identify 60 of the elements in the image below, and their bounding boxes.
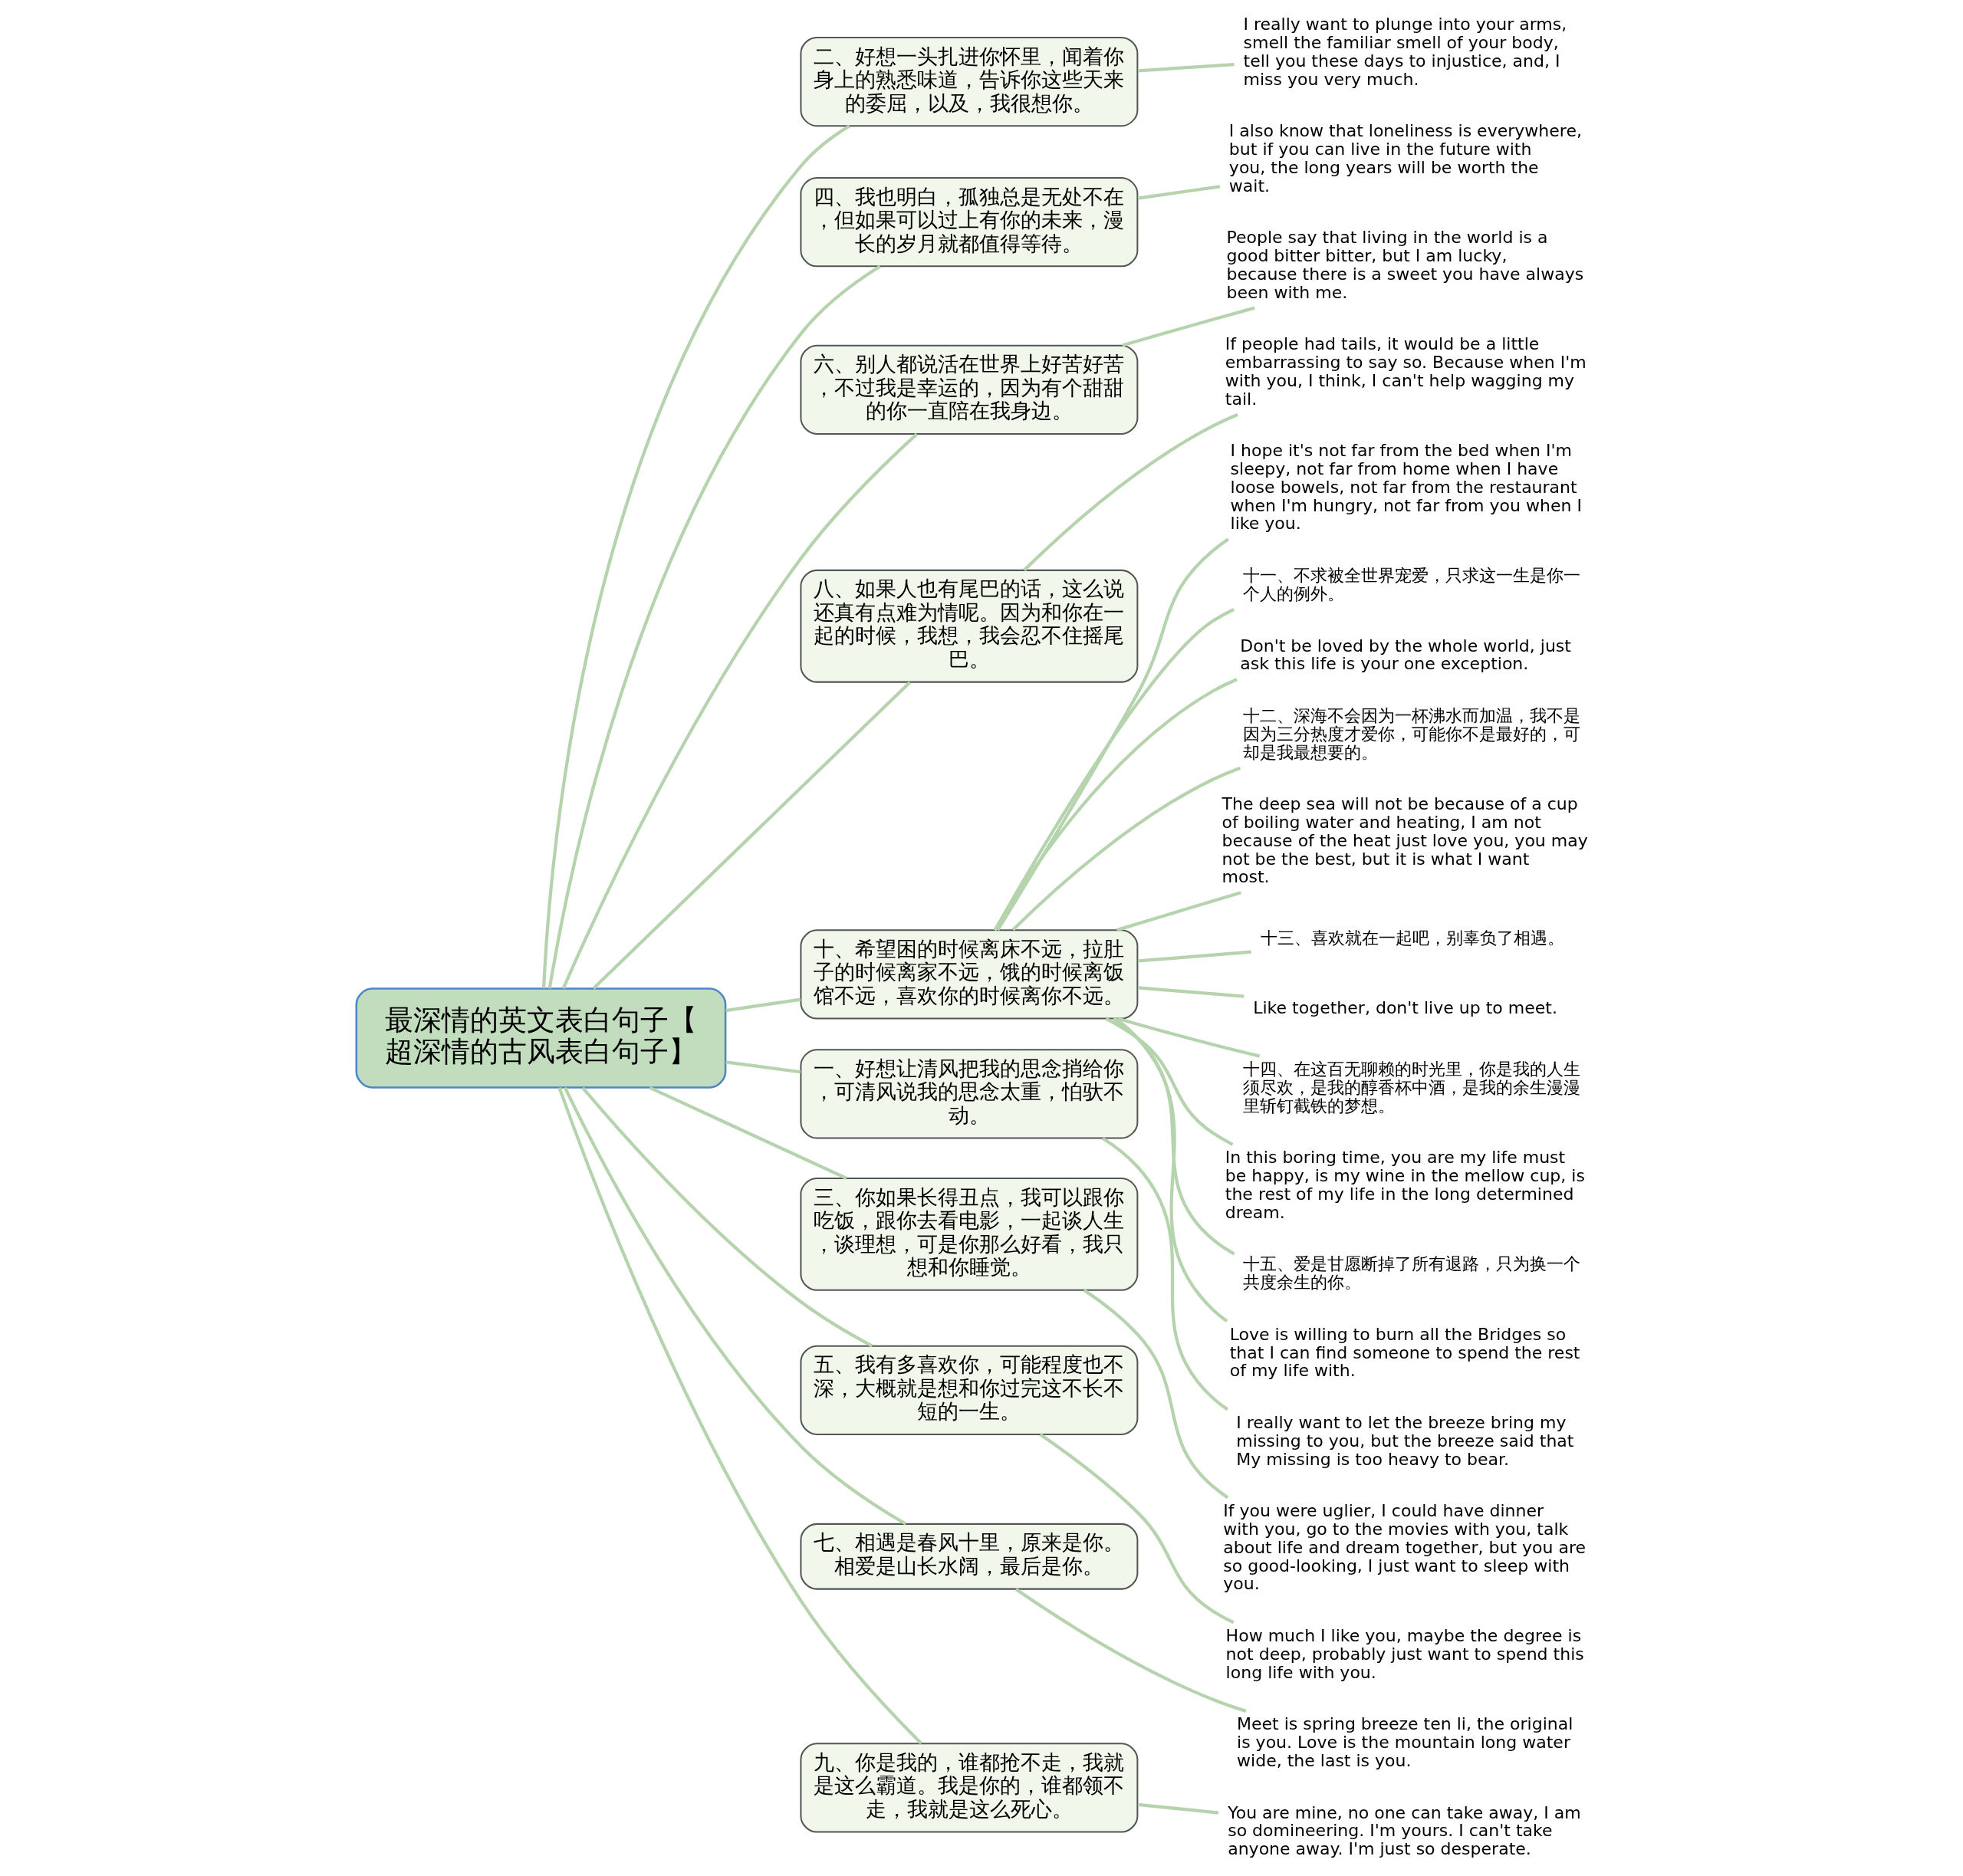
node-box: 五、我有多喜欢你，可能程度也不深，大概就是想和你过完这不长不短的一生。 [800,1345,1139,1435]
node-box: 十、希望困的时候离床不远，拉肚子的时候离家不远，饿的时候离饭馆不远，喜欢你的时候离你不远。 [800,929,1139,1020]
connector [1114,1017,1228,1322]
connector [996,537,1230,931]
node-box: 九、你是我的，谁都抢不走，我就是这么霸道。我是你的，谁都领不走，我就是这么死心。 [800,1743,1139,1833]
node-text: In this boring time, you are my life must be happy, is my wine in the mellow cup, is the rest of my life in the long determined dream. [1225,1148,1585,1222]
connector [1039,1433,1235,1625]
node-text: If people had tails, it would be a little embarrassing to say so. Because when I'm with you, I think, I can't help wagging my tail. [1225,334,1587,409]
node-text: If you were uglier, I could have dinner with you, go to the movies with you, talk about life and dream together, but you are so good-looking, I just want to sleep with you. [1223,1501,1587,1594]
connector [1011,766,1241,931]
node-text: I also know that loneliness is everywhere, but if you can live in the future with you, the long years will be worth the wait. [1228,121,1582,195]
connector [649,1086,847,1180]
node-text: Don't be loved by the whole world, just ask this life is your one exception. [1240,636,1571,674]
node-text: Like together, don't live up to meet. [1253,998,1557,1018]
connector [1083,1289,1229,1500]
connector [561,432,919,990]
connector [1116,891,1241,932]
connector [1137,986,1245,998]
node-box: 四、我也明白，孤独总是无处不在，但如果可以过上有你的未来，漫长的岁月就都值得等待。 [800,177,1139,268]
connector [592,681,912,990]
node-text: 十二、深海不会因为一杯沸水而加温，我不是因为三分热度才爱你，可能你不是最好的，可却是我最想要的。 [1243,706,1581,762]
connector [1101,1136,1229,1411]
connector [1137,1802,1219,1815]
connector [1112,1017,1235,1256]
node-text: You are mine, no one can take away, I am so domineering. I'm yours. I can't take anyone away. I'm just so desperate. [1228,1802,1581,1859]
connector [1117,1017,1261,1058]
connector [1137,950,1251,963]
node-text: How much I like you, maybe the degree is not deep, probably just want to spend this long life with you. [1225,1626,1584,1682]
node-text: I hope it's not far from the bed when I'm sleepy, not far from home when I have loose bowels, not far from the restaurant when I'm hungry, not far from you when I like you. [1230,441,1582,534]
connector [547,264,881,989]
connector [725,997,801,1013]
node-text: 十五、爱是甘愿断掉了所有退路，只为换一个共度余生的你。 [1243,1254,1581,1293]
connector [1137,63,1235,73]
connector [541,124,850,989]
node-box: 七、相遇是春风十里，原来是你。相爱是山长水阔，最后是你。 [800,1523,1139,1590]
node-text: Meet is spring breeze ten li, the original is you. Love is the mountain long water wide, the last is you. [1237,1714,1573,1770]
connector [563,1086,907,1526]
node-text: The deep sea will not be because of a cup of boiling water and heating, I am not because of the heat just love you, you may not be the best, but it is what I want most. [1222,794,1588,887]
node-box: 二、好想一头扎进你怀里，闻着你身上的熟悉味道，告诉你这些天来的委屈，以及，我很想你。 [800,36,1139,127]
connector [993,678,1238,931]
connector [1014,1588,1247,1713]
node-box: 六、别人都说活在世界上好苦好苦，不过我是幸运的，因为有个甜甜的你一直陪在我身边。 [800,344,1139,435]
node-text: 十四、在这百无聊赖的时光里，你是我的人生须尽欢，是我的醇香杯中酒，是我的余生漫漫里斩钉截铁的梦想。 [1243,1060,1581,1115]
node-text: I really want to let the breeze bring my missing to you, but the breeze said that My missing is too heavy to bear. [1236,1413,1574,1469]
connector [581,1086,873,1348]
connector [1137,185,1221,200]
node-box: 八、如果人也有尾巴的话，这么说还真有点难为情呢。因为和你在一起的时候，我想，我会忍不住摇尾巴。 [800,569,1139,683]
node-text: I really want to plunge into your arms, smell the familiar smell of your body, tell you these days to injustice, and, I miss you very much. [1243,15,1567,89]
node-box: 最深情的英文表白句子【超深情的古风表白句子】 [355,987,727,1089]
node-text: 十三、喜欢就在一起吧，别辜负了相遇。 [1260,928,1564,948]
node-text: 十一、不求被全世界宠爱，只求这一生是你一个人的例外。 [1243,566,1581,603]
connector [725,1060,801,1074]
node-text: Love is willing to burn all the Bridges so that I can find someone to spend the rest of my life with. [1229,1324,1580,1381]
connector [1122,306,1255,347]
node-box: 一、好想让清风把我的思念捎给你，可清风说我的思念太重，怕驮不动。 [800,1049,1139,1139]
node-text: People say that living in the world is a good bitter bitter, but I am lucky, because there is a sweet you have always been with me. [1226,228,1584,302]
connector [557,1086,922,1745]
connector [1023,412,1238,572]
connector [1105,1017,1234,1146]
node-box: 三、你如果长得丑点，我可以跟你吃饭，跟你去看电影，一起谈人生，谈理想，可是你那么好看，我只想和你睡觉。 [800,1178,1139,1291]
